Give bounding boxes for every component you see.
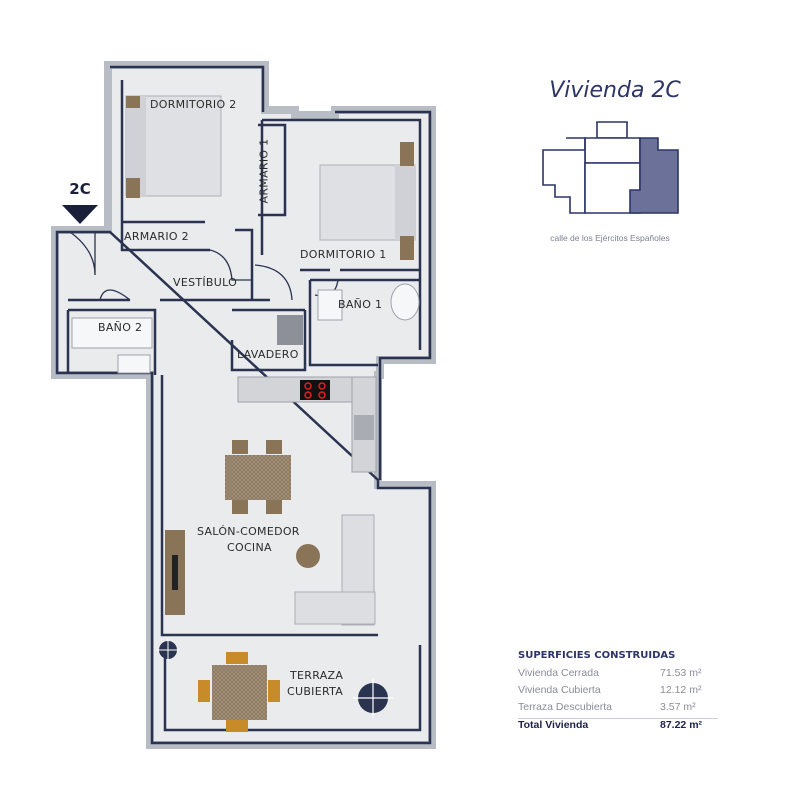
surface-total-row: Total Vivienda 87.22 m² [518,718,718,736]
terrace-table [198,652,280,732]
room-bano-1: BAÑO 1 [338,298,383,311]
surface-row: Terraza Descubierta 3.57 m² [518,701,718,718]
bed-dormitorio-2 [125,95,222,198]
surface-label: Vivienda Cubierta [518,684,601,696]
room-armario-2: ARMARIO 2 [124,230,189,243]
surface-label: Terraza Descubierta [518,701,612,713]
drain-symbol [157,639,393,718]
bathroom-fixtures [71,283,420,374]
surface-row: Vivienda Cubierta 12.12 m² [518,684,718,701]
entrance-arrow-icon [62,205,98,224]
interior-walls [55,65,432,745]
room-dormitorio-1: DORMITORIO 1 [300,248,387,261]
surface-row: Vivienda Cerrada 71.53 m² [518,667,718,684]
street-caption: calle de los Ejércitos Españoles [550,233,670,243]
bed-dormitorio-1 [319,142,416,260]
tv-unit [165,530,185,615]
washer [277,315,303,345]
dining-table [225,440,291,514]
room-dormitorio-2: DORMITORIO 2 [150,98,237,111]
unit-marker-label: 2C [69,180,91,198]
unit-title: Vivienda 2C [549,78,681,103]
room-salon-comedor: SALÓN-COMEDOR [197,525,300,538]
surface-total-value: 87.22 m² [660,719,703,731]
surface-label: Vivienda Cerrada [518,667,599,679]
surface-total-label: Total Vivienda [518,719,589,731]
surface-value: 3.57 m² [660,701,696,713]
room-cocina: COCINA [227,541,272,554]
room-cubierta: CUBIERTA [287,685,344,698]
room-armario-1: ARMARIO 1 [257,138,271,204]
sofa [294,514,376,626]
room-terraza: TERRAZA [290,669,344,682]
kitchen-counter [237,376,377,473]
room-vestibulo: VESTÍBULO [173,276,238,289]
unit-marker: 2C [60,180,100,198]
surfaces-table: SUPERFICIES CONSTRUIDAS Vivienda Cerrada… [518,650,718,736]
surface-value: 12.12 m² [660,684,702,696]
key-plan [542,121,679,214]
room-lavadero: LAVADERO [237,348,299,361]
surfaces-heading: SUPERFICIES CONSTRUIDAS [518,650,676,661]
surface-value: 71.53 m² [660,667,702,679]
room-bano-2: BAÑO 2 [98,321,143,334]
